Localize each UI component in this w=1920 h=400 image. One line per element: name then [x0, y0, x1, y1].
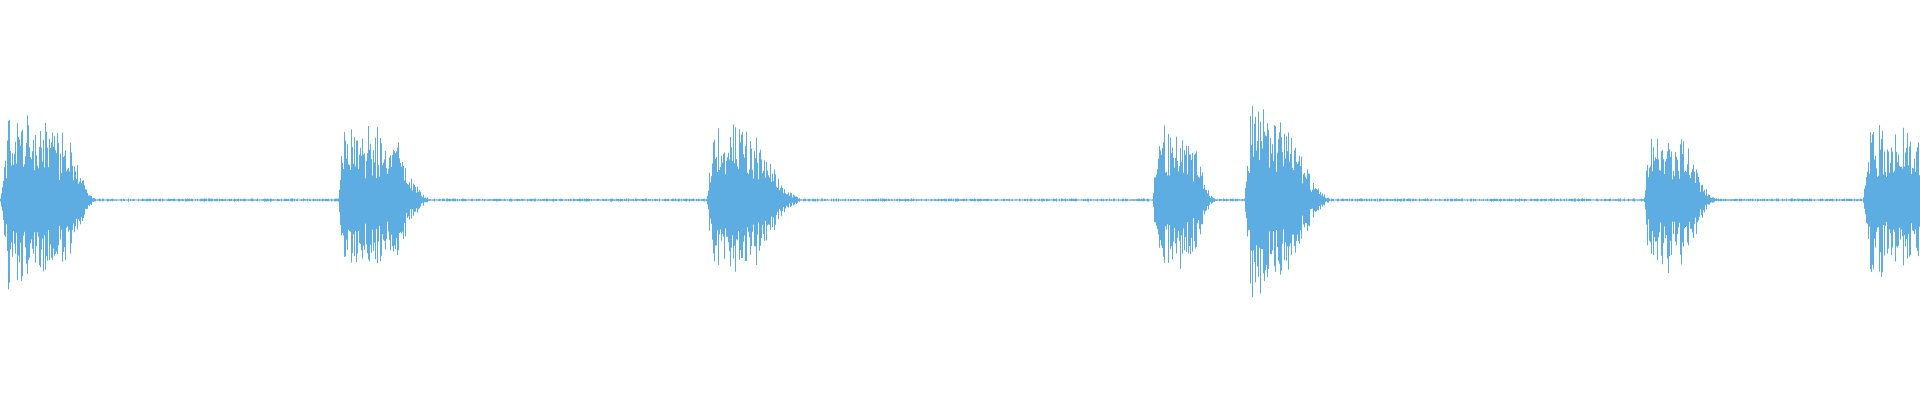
waveform-samples	[0, 106, 1920, 298]
